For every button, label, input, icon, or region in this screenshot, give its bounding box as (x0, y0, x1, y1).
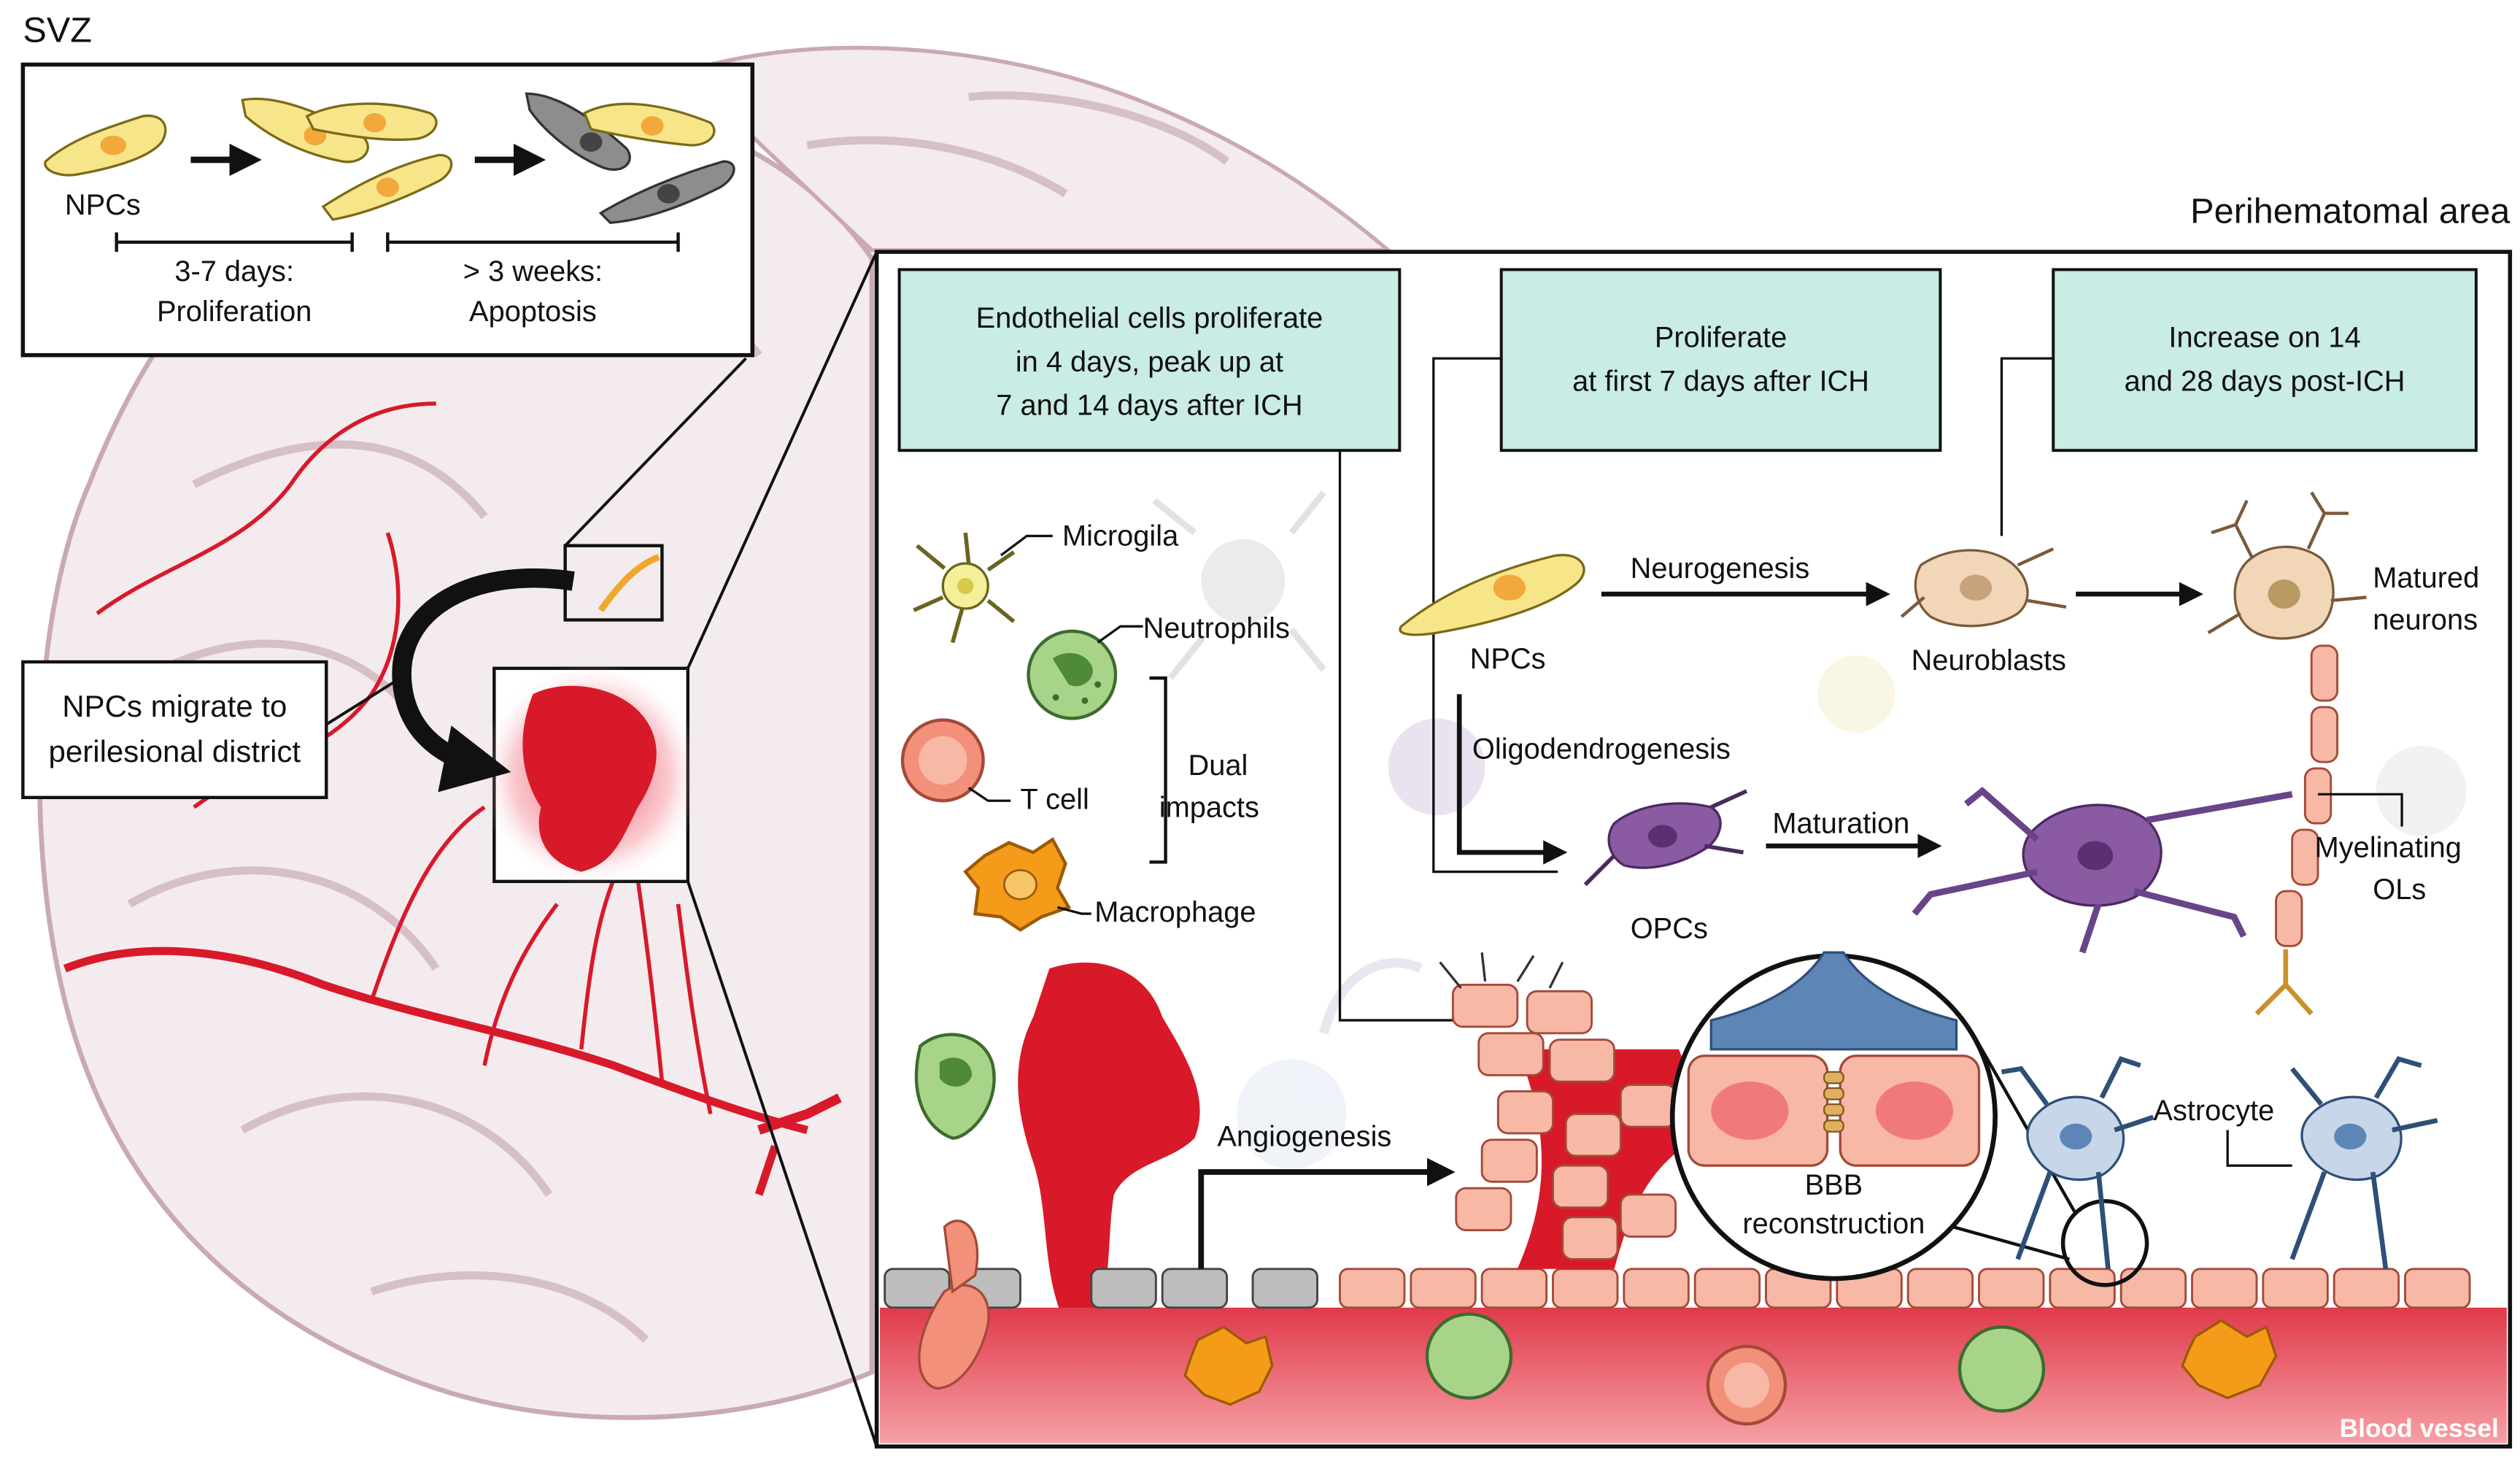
oligodendrogenesis-label: Oligodendrogenesis (1472, 733, 1731, 766)
teal-box-1-line2: in 4 days, peak up at (1016, 346, 1283, 378)
blood-vessel: Blood vessel (880, 1219, 2507, 1443)
bbb-line1: BBB (1805, 1169, 1863, 1201)
teal-box-1-line3: 7 and 14 days after ICH (996, 390, 1302, 422)
svz-title: SVZ (23, 11, 92, 50)
hematoma (522, 685, 657, 872)
neuroblasts-label: Neuroblasts (1912, 644, 2066, 676)
astrocyte-cell (2001, 1056, 2154, 1270)
angiogenic-sprout (1439, 952, 1712, 1269)
phase1-line2: Proliferation (157, 296, 312, 328)
t-cell (900, 718, 985, 803)
microglia-label: Microgila (1062, 520, 1179, 552)
apoptotic-npcs (525, 92, 735, 224)
npcs-label-panel: NPCs (1470, 643, 1546, 675)
oligodendrocyte (1912, 787, 2293, 954)
macrophage-label: Macrophage (1094, 896, 1256, 928)
panel-hematoma (1018, 962, 1200, 1324)
tcell-label: T cell (1020, 783, 1089, 815)
teal-box-3-line2: and 28 days post-ICH (2125, 365, 2405, 397)
blood-vessel-label: Blood vessel (2340, 1414, 2499, 1443)
migrate-line2: perilesional district (49, 734, 301, 768)
teal-box-1-line1: Endothelial cells proliferate (976, 302, 1323, 334)
angiogenesis-label: Angiogenesis (1217, 1121, 1391, 1153)
svz-panel: NPCs 3-7 days: Proliferation > 3 weeks: … (20, 62, 755, 358)
teal-box-npc-proliferate: Proliferate at first 7 days after ICH (1499, 268, 1942, 452)
teal-box-neuroblast-increase: Increase on 14 and 28 days post-ICH (2052, 268, 2478, 452)
astrocyte-label: Astrocyte (2153, 1095, 2274, 1127)
matured-line2: neurons (2373, 604, 2478, 636)
angiogenesis-arrow (1198, 1157, 1456, 1269)
myelinated-axon (2254, 644, 2339, 1016)
matured-line1: Matured (2373, 562, 2479, 594)
myelinating-line1: Myelinating (2315, 832, 2462, 864)
matured-neuron (2207, 491, 2367, 640)
endothelium (1339, 1268, 2471, 1309)
peri-title: Perihematomal area (2190, 191, 2511, 231)
perihematomal-panel: Endothelial cells proliferate in 4 days,… (874, 250, 2513, 1449)
dual-line2: impacts (1159, 791, 1259, 823)
opcs-label: OPCs (1631, 912, 1708, 944)
teal-box-3-line1: Increase on 14 (2168, 322, 2360, 354)
teal-box-endothelial: Endothelial cells proliferate in 4 days,… (897, 268, 1402, 452)
migration-arrow (392, 568, 575, 793)
bbb-source-circle (2060, 1199, 2149, 1287)
teal-box-2-line2: at first 7 days after ICH (1572, 365, 1869, 397)
teal-box-2-line1: Proliferate (1655, 322, 1787, 354)
oligodendrogenesis-arrow (1456, 694, 1568, 865)
myelinating-line2: OLs (2373, 874, 2426, 906)
npc-cell-panel (1399, 553, 1585, 636)
maturation-label: Maturation (1772, 807, 1909, 839)
macrophage-cell (963, 837, 1072, 932)
background-faded-cells (1152, 490, 2467, 1169)
dual-line1: Dual (1189, 749, 1248, 782)
phase1-line1: 3-7 days: (174, 255, 294, 288)
migrate-line1: NPCs migrate to (62, 689, 287, 723)
opc-cell (1583, 789, 1748, 887)
neutrophil-cell (1027, 629, 1118, 720)
neutrophil-extravasating (914, 1033, 996, 1140)
phase2-line1: > 3 weeks: (463, 255, 603, 288)
neutrophils-label: Neutrophils (1143, 612, 1290, 644)
neurogenesis-label: Neurogenesis (1631, 552, 1810, 585)
proliferating-npcs (241, 97, 453, 221)
bbb-line2: reconstruction (1742, 1208, 1925, 1240)
migrate-box: NPCs migrate to perilesional district (21, 660, 402, 800)
brain-illustration (37, 45, 1394, 1447)
astrocyte-cell (2289, 1056, 2438, 1270)
microglia-cell (913, 532, 1016, 644)
phase2-line2: Apoptosis (469, 296, 597, 328)
bbb-magnifier: BBB reconstruction (1669, 951, 1998, 1281)
neuroblast-cell (1900, 547, 2067, 628)
npc-cell (44, 114, 167, 177)
svz-npcs-label: NPCs (65, 189, 141, 221)
